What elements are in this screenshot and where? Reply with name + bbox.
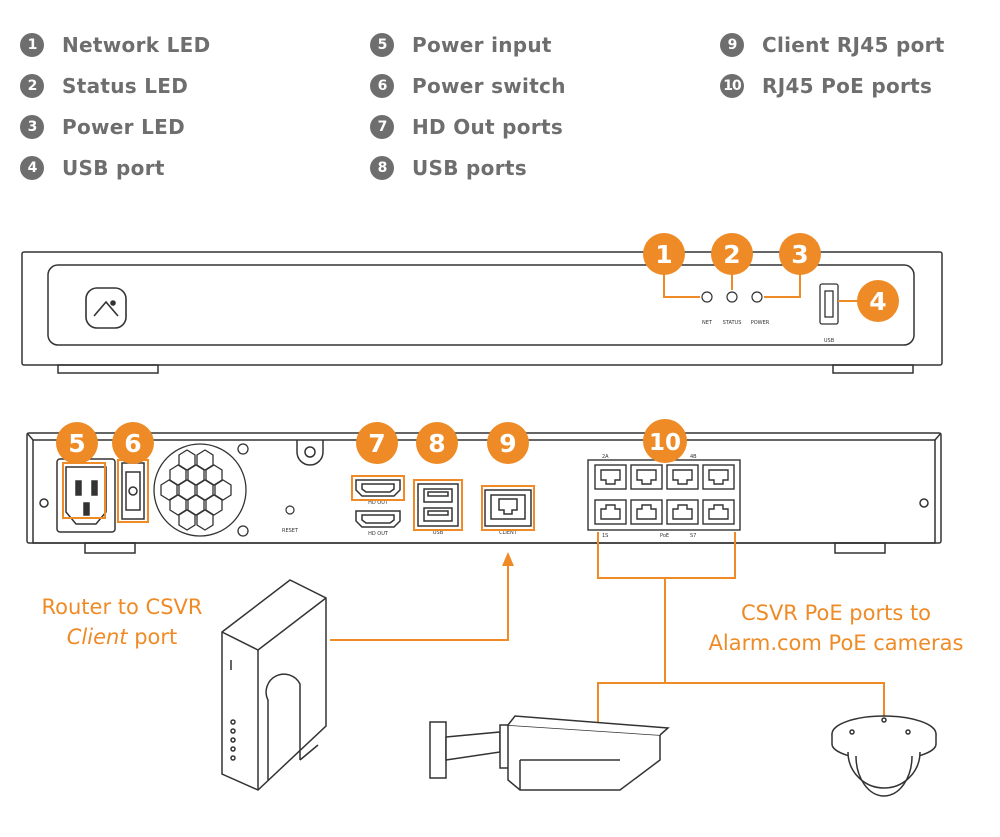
poe-port-bot-1: [594, 499, 627, 525]
legend-badge-6: 6: [370, 74, 394, 98]
back-usb-label: USB: [433, 530, 444, 536]
badge-6: 6: [124, 429, 141, 458]
poe-port-top-2: [630, 464, 663, 490]
reset-label: RESET: [282, 528, 299, 534]
poe-port-top-4: [702, 464, 735, 490]
legend-badge-1: 1: [20, 33, 44, 57]
legend-item-8: 8 USB ports: [370, 153, 527, 183]
badge-4: 4: [869, 287, 886, 316]
badge-8: 8: [428, 429, 445, 458]
poe-callout-line2: Alarm.com PoE cameras: [708, 631, 964, 655]
router-callout-line2: Client port: [22, 622, 222, 652]
legend-badge-10: 10: [720, 74, 744, 98]
reset-button-icon: [285, 505, 295, 515]
legend-label-6: Power switch: [412, 74, 566, 98]
back-badges: 5 6 7 8 9 10: [56, 419, 687, 464]
poe-port-bot-4: [702, 499, 735, 525]
legend-badge-9: 9: [720, 33, 744, 57]
legend-item-1: 1 Network LED: [20, 30, 211, 60]
badge-7: 7: [368, 429, 385, 458]
router-callout-line1: Router to CSVR: [41, 595, 203, 619]
legend-badge-2: 2: [20, 74, 44, 98]
front-badges: 1 2 3 4: [643, 233, 899, 322]
legend-label-8: USB ports: [412, 156, 527, 180]
logo-icon: [85, 287, 127, 329]
status-led-icon: [726, 291, 738, 303]
status-label: STATUS: [723, 320, 742, 326]
badge-5: 5: [68, 429, 85, 458]
poe-ports-block: [587, 459, 741, 531]
back-panel: [26, 432, 942, 554]
badge-9: 9: [499, 429, 516, 458]
poe-port-bot-2: [630, 499, 663, 525]
poe-callout-line1: CSVR PoE ports to: [740, 601, 932, 625]
poe-port-top-3: [666, 464, 699, 490]
front-leds: [701, 291, 763, 303]
legend-label-5: Power input: [412, 33, 552, 57]
legend-badge-5: 5: [370, 33, 394, 57]
front-usb-port-icon: [819, 283, 839, 325]
front-panel: [21, 251, 943, 374]
client-label: CLIENT: [499, 530, 518, 536]
hdout-label-2: HD OUT: [368, 531, 389, 537]
legend-item-7: 7 HD Out ports: [370, 112, 563, 142]
bullet-camera-icon: [429, 715, 670, 791]
router-callout-client: Client: [66, 625, 128, 649]
legend-item-9: 9 Client RJ45 port: [720, 30, 945, 60]
router-icon: [221, 579, 327, 791]
legend-item-6: 6 Power switch: [370, 71, 566, 101]
hdmi-ports-icon: [355, 479, 401, 528]
legend-label-7: HD Out ports: [412, 115, 564, 139]
badge-3: 3: [791, 240, 808, 269]
net-label: NET: [702, 320, 713, 326]
legend-badge-3: 3: [20, 115, 44, 139]
legend-item-4: 4 USB port: [20, 153, 165, 183]
power-input-icon: [56, 458, 116, 533]
poe-label: PoE: [660, 533, 669, 539]
legend-item-5: 5 Power input: [370, 30, 552, 60]
poe-port-bot-3: [666, 499, 699, 525]
legend-label-9: Client RJ45 port: [762, 33, 945, 57]
badge-2: 2: [723, 240, 740, 269]
legend-badge-7: 7: [370, 115, 394, 139]
legend-item-2: 2 Status LED: [20, 71, 188, 101]
dome-camera-icon: [831, 715, 937, 797]
poe-port-num-tl: 2A: [602, 454, 609, 460]
router-callout-port: port: [127, 625, 178, 649]
net-led-icon: [701, 291, 713, 303]
legend-badge-8: 8: [370, 156, 394, 180]
router-callout: Router to CSVR Client port: [22, 592, 222, 652]
legend-label-4: USB port: [62, 156, 165, 180]
legend-label-3: Power LED: [62, 115, 185, 139]
legend-badge-4: 4: [20, 156, 44, 180]
poe-port-num-tr: 4B: [690, 454, 697, 460]
client-rj45-port-icon: [484, 489, 532, 527]
power-switch-icon: [121, 462, 145, 520]
legend-item-3: 3 Power LED: [20, 112, 185, 142]
poe-port-num-br: S7: [690, 533, 696, 539]
back-usb-ports-icon: [417, 483, 459, 527]
legend-label-10: RJ45 PoE ports: [762, 74, 933, 98]
power-label: POWER: [751, 320, 770, 326]
legend-label-1: Network LED: [62, 33, 211, 57]
power-led-icon: [751, 291, 763, 303]
badge-1: 1: [655, 240, 672, 269]
legend: 1 Network LED 2 Status LED 3 Power LED 4…: [0, 0, 1000, 200]
hdout-label-1: HD OUT: [368, 500, 389, 506]
front-usb-label: USB: [824, 338, 835, 344]
legend-item-10: 10 RJ45 PoE ports: [720, 71, 932, 101]
poe-callout: CSVR PoE ports to Alarm.com PoE cameras: [690, 598, 982, 658]
poe-port-top-1: [594, 464, 627, 490]
legend-label-2: Status LED: [62, 74, 189, 98]
fan-grille-icon: [153, 443, 249, 537]
badge-10: 10: [649, 430, 681, 456]
connection-lines: [330, 532, 885, 730]
poe-port-num-bl: 1S: [602, 533, 608, 539]
